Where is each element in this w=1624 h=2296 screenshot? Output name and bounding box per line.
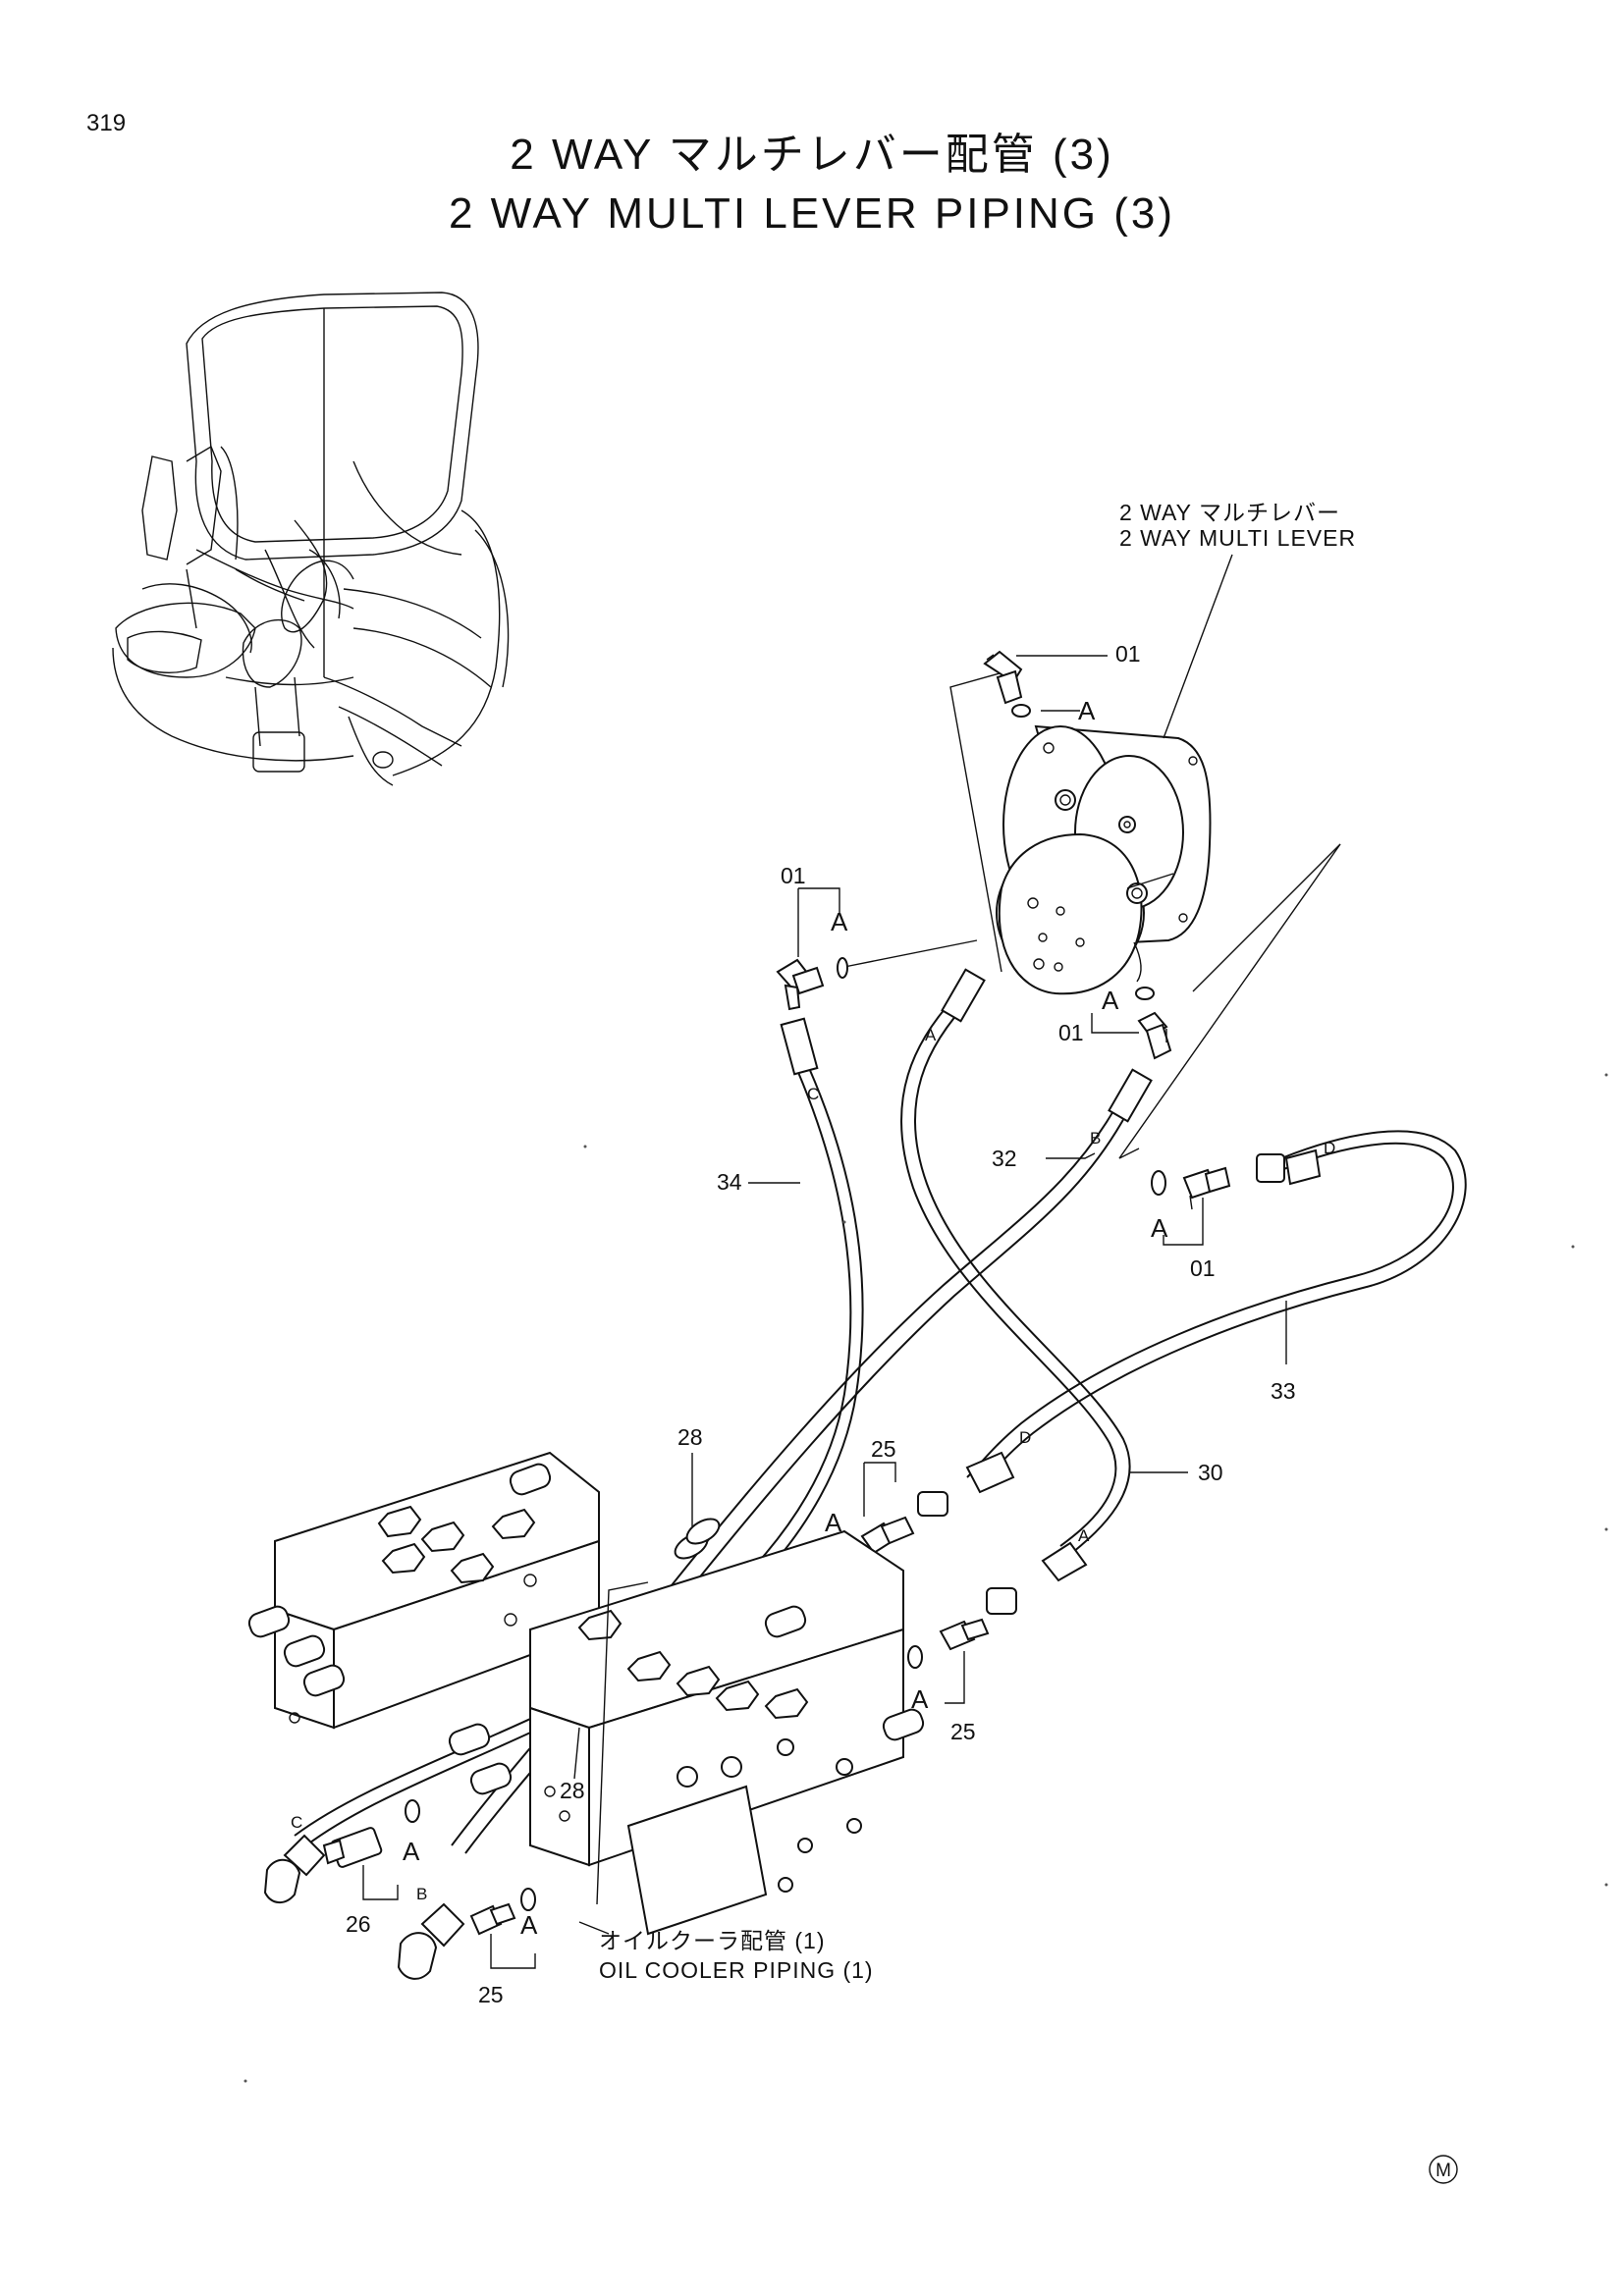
callout-28-top: 28 — [677, 1424, 703, 1450]
connector-25-bottom — [469, 1888, 536, 1936]
callout-01-right: 01 — [1190, 1255, 1216, 1281]
hose-end-letter-b-bottom: B — [416, 1885, 427, 1903]
callout-34: 34 — [717, 1169, 742, 1195]
circled-m-mark: M — [1429, 2155, 1458, 2184]
callout-25-top: 25 — [871, 1436, 896, 1462]
oring-letter-25-top: A — [825, 1508, 842, 1537]
oring-letter-26: A — [403, 1837, 420, 1866]
multi-lever-label-japanese: 2 WAY マルチレバー — [1119, 500, 1340, 525]
oring-letter-left: A — [831, 907, 848, 936]
oil-cooler-label-japanese: オイルクーラ配管 (1) — [599, 1928, 826, 1953]
hose-end-b-bottom — [397, 1902, 465, 1980]
hose-end-letter-d-bottom: D — [1019, 1428, 1031, 1447]
connector-26 — [322, 1799, 420, 1868]
title-english: 2 WAY MULTI LEVER PIPING (3) — [448, 189, 1176, 238]
callout-25-bottom: 25 — [478, 1982, 504, 2007]
hose-end-letter-c-bottom: C — [291, 1813, 302, 1832]
hose-end-letter-d-top: D — [1324, 1139, 1335, 1157]
callout-33: 33 — [1271, 1378, 1296, 1404]
multi-lever-label-english: 2 WAY MULTI LEVER — [1119, 525, 1356, 551]
oring-letter-25-bottom: A — [520, 1910, 538, 1940]
oring-letter-mid: A — [1102, 986, 1119, 1015]
hose-end-letter-c-top: C — [807, 1085, 819, 1103]
multi-lever-unit — [996, 724, 1212, 995]
callout-32: 32 — [992, 1146, 1017, 1171]
hose-33 — [966, 1130, 1467, 1488]
spool-caps — [247, 1463, 925, 1795]
oil-cooler-label-english: OIL COOLER PIPING (1) — [599, 1957, 874, 1983]
ports — [289, 1574, 862, 1893]
fitting-01-mid — [1135, 987, 1172, 1060]
fitting-01-top — [983, 650, 1031, 718]
callout-30: 30 — [1198, 1460, 1223, 1485]
callout-01-mid: 01 — [1058, 1020, 1084, 1045]
hose-end-d-bottom — [917, 1451, 1015, 1517]
hose-end-letter-a-top: A — [925, 1026, 937, 1044]
callout-28-bottom: 28 — [560, 1778, 585, 1803]
page-number: 319 — [86, 110, 127, 136]
control-valve-block — [247, 1451, 925, 1936]
connector-25-right — [907, 1618, 990, 1669]
fitting-01-left — [776, 957, 848, 1011]
callout-01-top: 01 — [1115, 641, 1141, 667]
fitting-01-right — [1151, 1166, 1231, 1210]
oring-letter-top: A — [1078, 696, 1096, 725]
mark-letter: M — [1435, 2161, 1451, 2181]
hose-end-c-bottom — [263, 1834, 326, 1903]
callout-01-left: 01 — [781, 863, 806, 888]
hose-end-a-bottom — [986, 1541, 1088, 1615]
oring-letter-25-right: A — [911, 1684, 929, 1714]
hex-nuts — [377, 1505, 809, 1720]
callout-26: 26 — [346, 1911, 371, 1937]
hose-end-letter-a-bottom: A — [1078, 1526, 1090, 1545]
title-japanese: 2 WAY マルチレバー配管 (3) — [510, 131, 1114, 179]
callout-25-right: 25 — [950, 1719, 976, 1744]
hose-end-letter-b-top: B — [1090, 1129, 1101, 1148]
oring-letter-right: A — [1151, 1213, 1168, 1243]
machine-overview-illustration — [112, 292, 510, 786]
hose-30 — [900, 968, 1131, 1554]
